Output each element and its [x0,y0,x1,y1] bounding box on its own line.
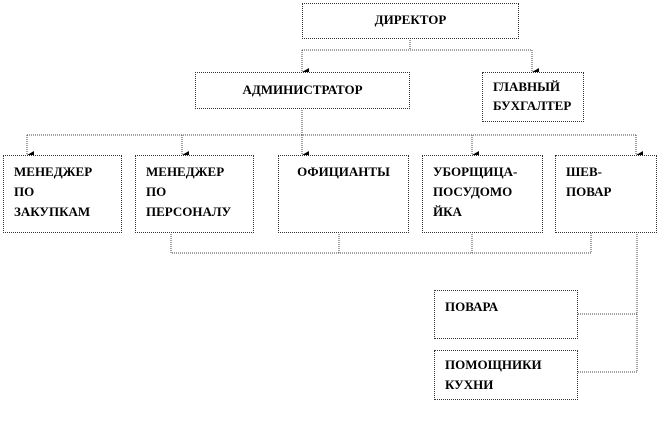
admin-connector [27,108,636,136]
director-box: ДИРЕКТОР [302,3,519,39]
cooks-box: ПОВАРА [434,290,578,339]
chef-box: ШЕВ- ПОВАР [555,155,657,233]
kitchen-helpers-box: ПОМОЩНИКИ КУХНИ [434,350,578,400]
cleaner-box: УБОРЩИЦА- ПОСУДОМО ЙКА [422,155,543,233]
hr-manager-box: МЕНЕДЖЕР ПО ПЕРСОНАЛУ [135,155,254,233]
director-connector [302,38,532,51]
administrator-box: АДМИНИСТРАТОР [195,72,410,109]
chef-connector [578,232,638,373]
waiters-box: ОФИЦИАНТЫ [278,155,409,233]
chief-accountant-box: ГЛАВНЫЙ БУХГАЛТЕР [482,72,584,122]
bottom-connector [170,232,592,254]
purchasing-manager-box: МЕНЕДЖЕР ПО ЗАКУПКАМ [3,155,122,233]
